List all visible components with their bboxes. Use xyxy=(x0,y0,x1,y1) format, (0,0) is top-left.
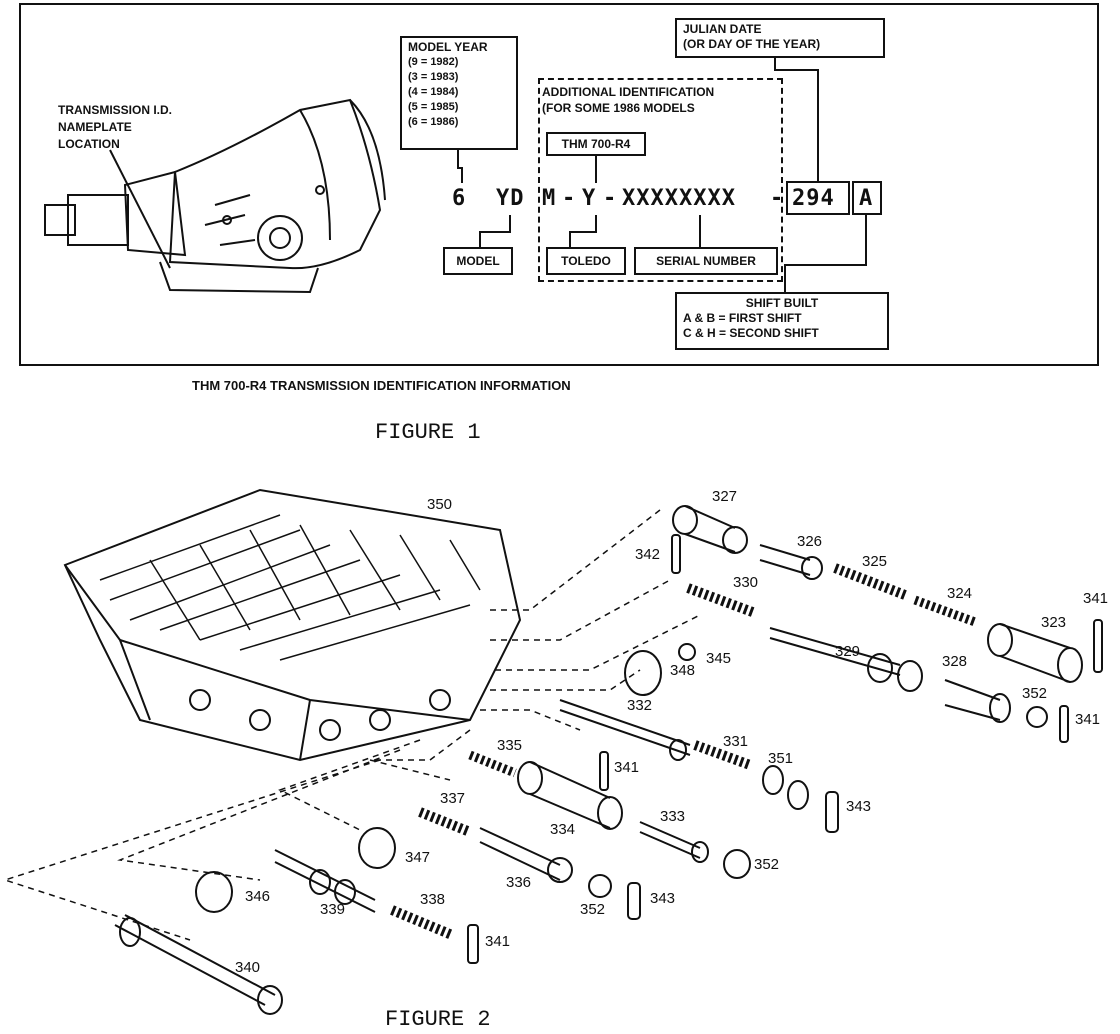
model-year-line: (6 = 1986) xyxy=(408,116,459,128)
part-number: 331 xyxy=(723,733,749,750)
part-number: 347 xyxy=(405,849,431,866)
part-number: 341 xyxy=(614,759,640,776)
part-number: 327 xyxy=(712,488,738,505)
nameplate-label: TRANSMISSION I.D. NAMEPLATE LOCATION xyxy=(58,102,172,153)
part-number: 338 xyxy=(420,891,446,908)
part-number: 340 xyxy=(235,959,261,976)
thm-700-r4-text: THM 700-R4 xyxy=(561,137,631,151)
part-number: 342 xyxy=(635,546,661,563)
model-year-line: (3 = 1983) xyxy=(408,71,459,83)
shift-built-title: SHIFT BUILT xyxy=(745,296,819,310)
part-number: 352 xyxy=(1022,685,1048,702)
part-number: 330 xyxy=(733,574,759,591)
part-number: 352 xyxy=(754,856,780,873)
code-shift-box xyxy=(852,181,882,215)
nameplate-label-line: TRANSMISSION I.D. xyxy=(58,103,173,117)
figure-2-label: FIGURE 2 xyxy=(385,1007,491,1032)
part-number: 328 xyxy=(942,653,968,670)
figure-1-caption: THM 700-R4 TRANSMISSION IDENTIFICATION I… xyxy=(192,378,571,393)
part-number: 343 xyxy=(846,798,872,815)
part-number: 334 xyxy=(550,821,576,838)
model-year-line: (5 = 1985) xyxy=(408,101,459,113)
part-number: 345 xyxy=(706,650,732,667)
serial-number-text: SERIAL NUMBER xyxy=(656,254,756,268)
part-number: 346 xyxy=(245,888,271,905)
part-number: 350 xyxy=(427,496,453,513)
julian-date-box: JULIAN DATE (OR DAY OF THE YEAR) xyxy=(675,18,885,58)
part-number: 348 xyxy=(670,662,696,679)
model-year-line: (4 = 1984) xyxy=(408,86,459,98)
toledo-box-text: TOLEDO xyxy=(561,254,611,268)
model-box: MODEL xyxy=(443,247,513,275)
part-number: 341 xyxy=(1083,590,1109,607)
nameplate-label-line: NAMEPLATE xyxy=(58,120,132,134)
part-number: 335 xyxy=(497,737,523,754)
part-number: 341 xyxy=(1075,711,1101,728)
part-number: 324 xyxy=(947,585,973,602)
shift-built-line: C & H = SECOND SHIFT xyxy=(683,326,819,340)
part-number: 323 xyxy=(1041,614,1067,631)
toledo-box: TOLEDO xyxy=(546,247,626,275)
additional-id-line: ADDITIONAL IDENTIFICATION xyxy=(542,85,715,99)
code-shift: A xyxy=(859,186,874,211)
code-model: YD xyxy=(496,186,525,211)
shift-built-box: SHIFT BUILT A & B = FIRST SHIFT C & H = … xyxy=(675,292,889,350)
code-serial: XXXXXXXX xyxy=(622,186,736,211)
code-m: M xyxy=(542,186,557,211)
figure-1-frame xyxy=(19,3,1099,366)
part-number: 337 xyxy=(440,790,466,807)
part-number: 332 xyxy=(627,697,653,714)
code-dash-2: - xyxy=(603,186,618,211)
code-y: Y xyxy=(582,186,597,211)
part-number: 343 xyxy=(650,890,676,907)
part-number: 336 xyxy=(506,874,532,891)
code-julian-box xyxy=(786,181,850,215)
shift-built-line: A & B = FIRST SHIFT xyxy=(683,311,802,325)
figure-1-label: FIGURE 1 xyxy=(375,420,481,445)
model-box-text: MODEL xyxy=(456,254,500,268)
nameplate-label-line: LOCATION xyxy=(58,137,120,151)
code-julian: 294 xyxy=(792,186,835,211)
part-number: 341 xyxy=(485,933,511,950)
model-year-title: MODEL YEAR xyxy=(408,40,488,54)
julian-date-line: (OR DAY OF THE YEAR) xyxy=(683,37,821,51)
part-number: 352 xyxy=(580,901,606,918)
part-number: 351 xyxy=(768,750,794,767)
part-number: 325 xyxy=(862,553,888,570)
additional-id-label: ADDITIONAL IDENTIFICATION (FOR SOME 1986… xyxy=(542,84,714,116)
part-number: 329 xyxy=(835,643,861,660)
model-year-line: (9 = 1982) xyxy=(408,56,459,68)
code-dash-3: - xyxy=(770,186,785,211)
part-number: 326 xyxy=(797,533,823,550)
additional-id-region xyxy=(538,78,783,282)
serial-number-box: SERIAL NUMBER xyxy=(634,247,778,275)
code-dash-1: - xyxy=(562,186,577,211)
part-number: 339 xyxy=(320,901,346,918)
model-year-box: MODEL YEAR (9 = 1982) (3 = 1983) (4 = 19… xyxy=(400,36,518,150)
julian-date-line: JULIAN DATE xyxy=(683,22,762,36)
part-number: 333 xyxy=(660,808,686,825)
additional-id-line: (FOR SOME 1986 MODELS xyxy=(542,101,695,115)
code-year: 6 xyxy=(452,186,467,211)
